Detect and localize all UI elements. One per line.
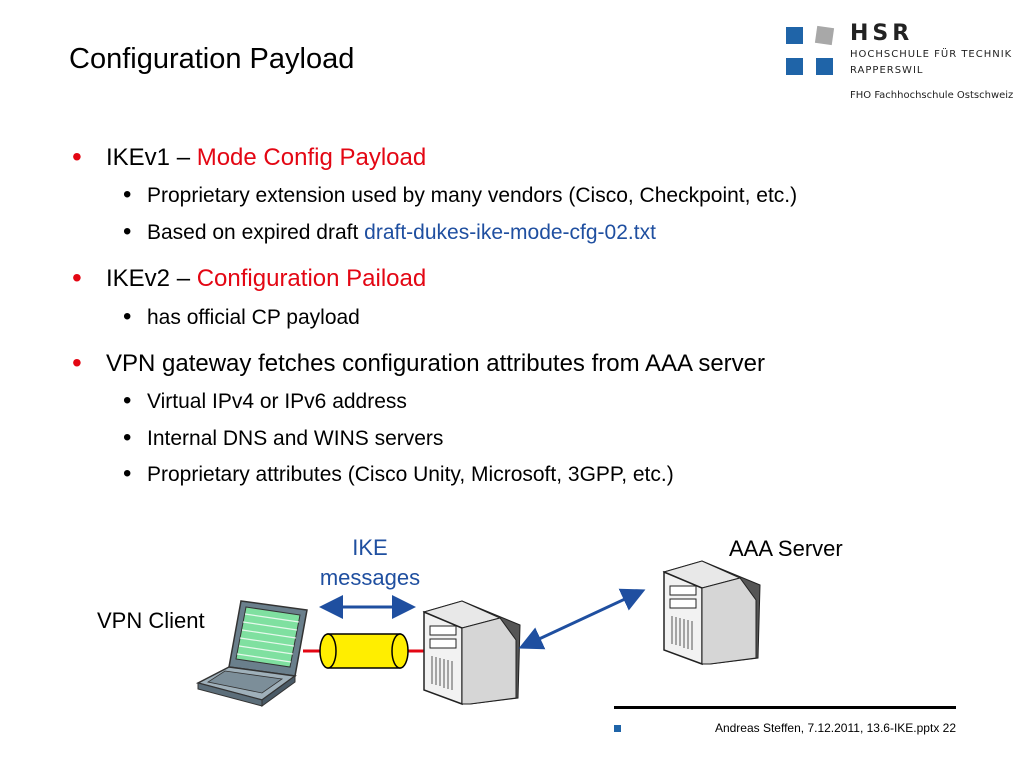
vpn-client-label: VPN Client (97, 608, 205, 633)
sub-bullet-dot: • (123, 424, 132, 451)
sub-bullet-text: Internal DNS and WINS servers (147, 427, 444, 450)
sub-bullet: • Internal DNS and WINS servers (123, 424, 444, 451)
radius-arrow-icon (518, 588, 646, 650)
draft-link[interactable]: draft-dukes-ike-mode-cfg-02.txt (364, 221, 656, 244)
sub-bullet: • Based on expired draft draft-dukes-ike… (123, 218, 656, 245)
bullet-prefix: IKEv2 – (106, 265, 197, 292)
footer-square-icon (614, 725, 621, 732)
ike-label-line2: messages (319, 565, 421, 590)
sub-bullet-text: Virtual IPv4 or IPv6 address (147, 390, 407, 413)
sub-bullet: • Virtual IPv4 or IPv6 address (123, 387, 407, 414)
sub-bullet-dot: • (123, 387, 132, 414)
bullet-dot: • (72, 347, 82, 378)
slide-title: Configuration Payload (69, 43, 355, 75)
sub-bullet-dot: • (123, 303, 132, 330)
aaa-server-label: AAA Server (729, 536, 843, 561)
sub-bullet-dot: • (123, 460, 132, 487)
bullet-vpn-gateway: • VPN gateway fetches configuration attr… (72, 347, 765, 378)
sub-bullet-text: Proprietary attributes (Cisco Unity, Mic… (147, 463, 674, 486)
bullet-dot: • (72, 141, 82, 172)
sub-bullet: • has official CP payload (123, 303, 360, 330)
bullet-highlight: Mode Config Payload (196, 144, 427, 171)
sub-bullet-text: has official CP payload (147, 306, 360, 329)
sub-bullet: • Proprietary extension used by many ven… (123, 181, 798, 208)
footer-text: Andreas Steffen, 7.12.2011, 13.6-IKE.ppt… (714, 721, 956, 735)
vpn-tunnel-icon (319, 633, 409, 669)
hsr-logo: HSR HOCHSCHULE FÜR TECHNIK RAPPERSWIL FH… (786, 21, 1016, 104)
logo-line2: RAPPERSWIL (850, 65, 924, 76)
footer-divider (614, 706, 956, 709)
bullet-ikev1: • IKEv1 – Mode Config Payload (72, 141, 427, 172)
sub-bullet-text: Proprietary extension used by many vendo… (147, 184, 798, 207)
logo-square (786, 58, 803, 75)
logo-line1: HOCHSCHULE FÜR TECHNIK (850, 49, 1013, 60)
sub-bullet: • Proprietary attributes (Cisco Unity, M… (123, 460, 674, 487)
aaa-server-icon (662, 560, 761, 666)
gateway-server-icon (422, 600, 521, 706)
bullet-ikev2: • IKEv2 – Configuration Paiload (72, 262, 427, 293)
sub-bullet-dot: • (123, 181, 132, 208)
laptop-icon (195, 600, 308, 707)
sub-bullet-dot: • (123, 218, 132, 245)
bullet-dot: • (72, 262, 82, 293)
logo-square (816, 58, 833, 75)
logo-name: HSR (850, 21, 914, 46)
bullet-prefix: IKEv1 – (106, 144, 197, 171)
logo-line3: FHO Fachhochschule Ostschweiz (850, 90, 1014, 101)
bullet-text: VPN gateway fetches configuration attrib… (106, 350, 765, 377)
ike-messages-label: IKE messages (305, 533, 435, 593)
bullet-highlight: Configuration Paiload (196, 265, 427, 292)
logo-square (786, 27, 803, 44)
ike-label-line1: IKE (352, 535, 388, 560)
sub-bullet-text: Based on expired draft (147, 221, 365, 244)
